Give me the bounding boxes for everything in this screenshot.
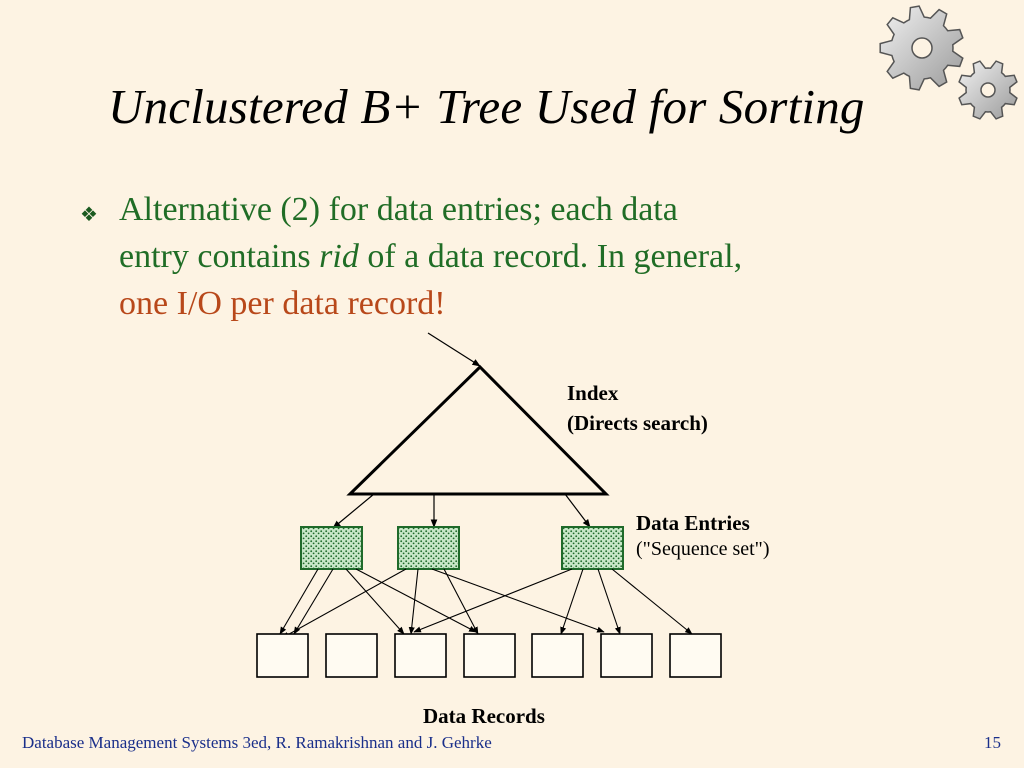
data-entry-page [397, 526, 460, 570]
rid-arrow [279, 568, 319, 635]
sequence-set-label: ("Sequence set") [636, 538, 770, 560]
data-entry-page [561, 526, 624, 570]
slide-title: Unclustered B+ Tree Used for Sorting [108, 79, 865, 134]
root-pointer-arrow [427, 332, 481, 367]
rid-arrow [355, 568, 477, 633]
gears-icon [879, 5, 1018, 120]
data-record-page [669, 633, 722, 678]
data-records-label: Data Records [423, 704, 545, 728]
rid-arrow [431, 568, 605, 633]
bullet-line-1: Alternative (2) for data entries; each d… [119, 191, 678, 228]
bullet-line-2-pre: entry contains [119, 238, 320, 275]
bullet-line-2-post: of a data record. In general, [358, 238, 743, 275]
rid-arrow [345, 568, 405, 635]
rid-arrow [281, 568, 407, 639]
index-sublabel: (Directs search) [567, 411, 708, 435]
data-record-page [325, 633, 378, 678]
bullet-line-2: entry contains rid of a data record. In … [119, 233, 949, 280]
rid-arrow [611, 568, 693, 635]
data-record-page [600, 633, 653, 678]
index-arrow-1 [332, 493, 375, 529]
bullet-rid-term: rid [319, 238, 359, 275]
index-arrow-3 [564, 493, 591, 528]
bullet-text: Alternative (2) for data entries; each d… [119, 186, 949, 327]
rid-arrow [408, 568, 419, 635]
rid-arrow [443, 568, 479, 635]
page-number: 15 [984, 733, 1001, 752]
bullet-line-3: one I/O per data record! [119, 285, 446, 322]
footer-citation: Database Management Systems 3ed, R. Rama… [22, 733, 492, 752]
data-entries-label: Data Entries [636, 511, 750, 535]
rid-arrow [413, 568, 573, 633]
rid-arrow [597, 568, 621, 635]
rid-arrow [293, 568, 334, 635]
bullet-marker: ❖ [80, 204, 98, 226]
data-record-page [256, 633, 309, 678]
index-label: Index [567, 381, 619, 405]
index-triangle [346, 364, 610, 496]
data-record-page [531, 633, 584, 678]
data-record-page [463, 633, 516, 678]
data-entry-page [300, 526, 363, 570]
rid-arrow [560, 568, 584, 635]
data-record-page [394, 633, 447, 678]
